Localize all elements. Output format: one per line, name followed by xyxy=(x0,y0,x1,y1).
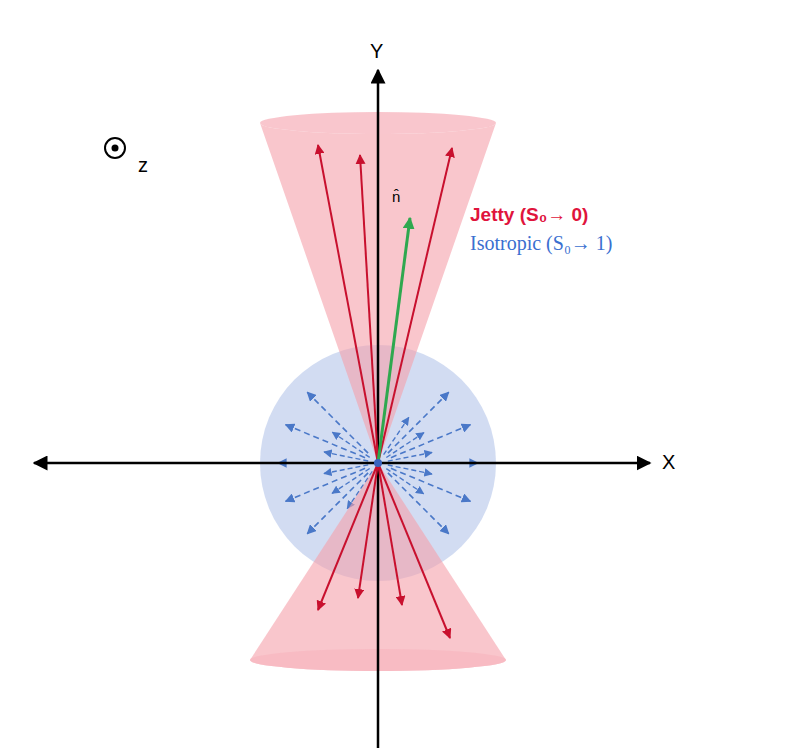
x-axis xyxy=(34,462,650,465)
y-axis xyxy=(377,70,380,748)
jet-arrow xyxy=(360,155,378,463)
jet-arrow xyxy=(358,463,378,598)
isotropic-arrow xyxy=(324,465,368,474)
jet-arrows xyxy=(318,145,452,638)
thrust-vector xyxy=(378,218,410,463)
isotropic-label: Isotropic (S₀→ 1) xyxy=(470,232,613,255)
jet-arrow xyxy=(378,463,402,605)
out-of-page-dot xyxy=(112,145,119,152)
jet-arrow xyxy=(378,463,450,638)
isotropic-arrow xyxy=(324,452,368,461)
isotropic-arrow xyxy=(388,465,432,474)
isotropic-arrow xyxy=(386,433,424,458)
isotropic-arrow xyxy=(332,432,369,457)
axis-label: z xyxy=(138,154,148,177)
jet-arrow xyxy=(318,463,378,610)
axis-label: Y xyxy=(370,40,383,63)
vector-label: n̂ xyxy=(392,188,400,205)
axis-label: X xyxy=(662,451,675,474)
jet-arrow xyxy=(378,148,452,463)
out-of-page-symbol xyxy=(105,138,125,158)
jet-arrow xyxy=(318,145,378,463)
isotropic-arrow xyxy=(388,453,432,462)
jetty-label: Jetty (S₀→ 0) xyxy=(470,204,588,226)
origin-dot xyxy=(374,459,382,467)
